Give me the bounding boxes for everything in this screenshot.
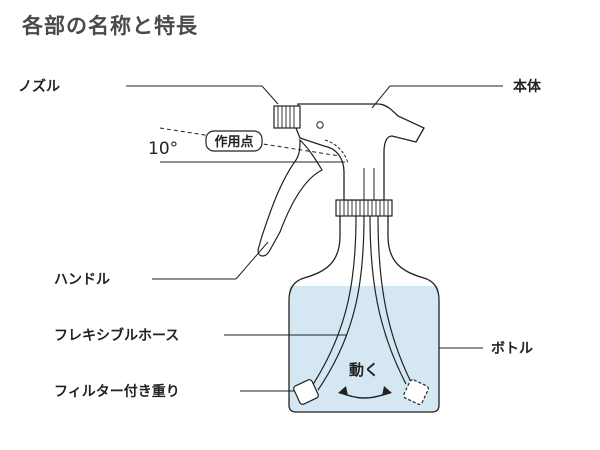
label-filter-weight: フィルター付き重り xyxy=(54,384,180,400)
trigger-handle xyxy=(257,138,323,257)
moves-label: 動く xyxy=(349,361,379,379)
action-point-box xyxy=(205,130,263,152)
sprayer-body xyxy=(295,103,425,201)
nozzle xyxy=(273,105,301,129)
angle-label: 10° xyxy=(148,139,178,159)
label-handle: ハンドル xyxy=(54,272,110,288)
filter-weight-right xyxy=(403,379,429,405)
pivot-screw xyxy=(316,121,324,129)
page-title: 各部の名称と特長 xyxy=(22,14,198,38)
label-nozzle: ノズル xyxy=(18,79,60,95)
liquid xyxy=(289,286,439,412)
bottle-outline xyxy=(288,216,440,413)
flexible-hose xyxy=(311,215,357,387)
label-flexible-hose: フレキシブルホース xyxy=(54,328,180,344)
filter-weight-left xyxy=(293,379,319,405)
label-bottle: ボトル xyxy=(491,341,533,357)
label-body: 本体 xyxy=(513,79,541,95)
action-point-label: 作用点 xyxy=(214,134,253,150)
